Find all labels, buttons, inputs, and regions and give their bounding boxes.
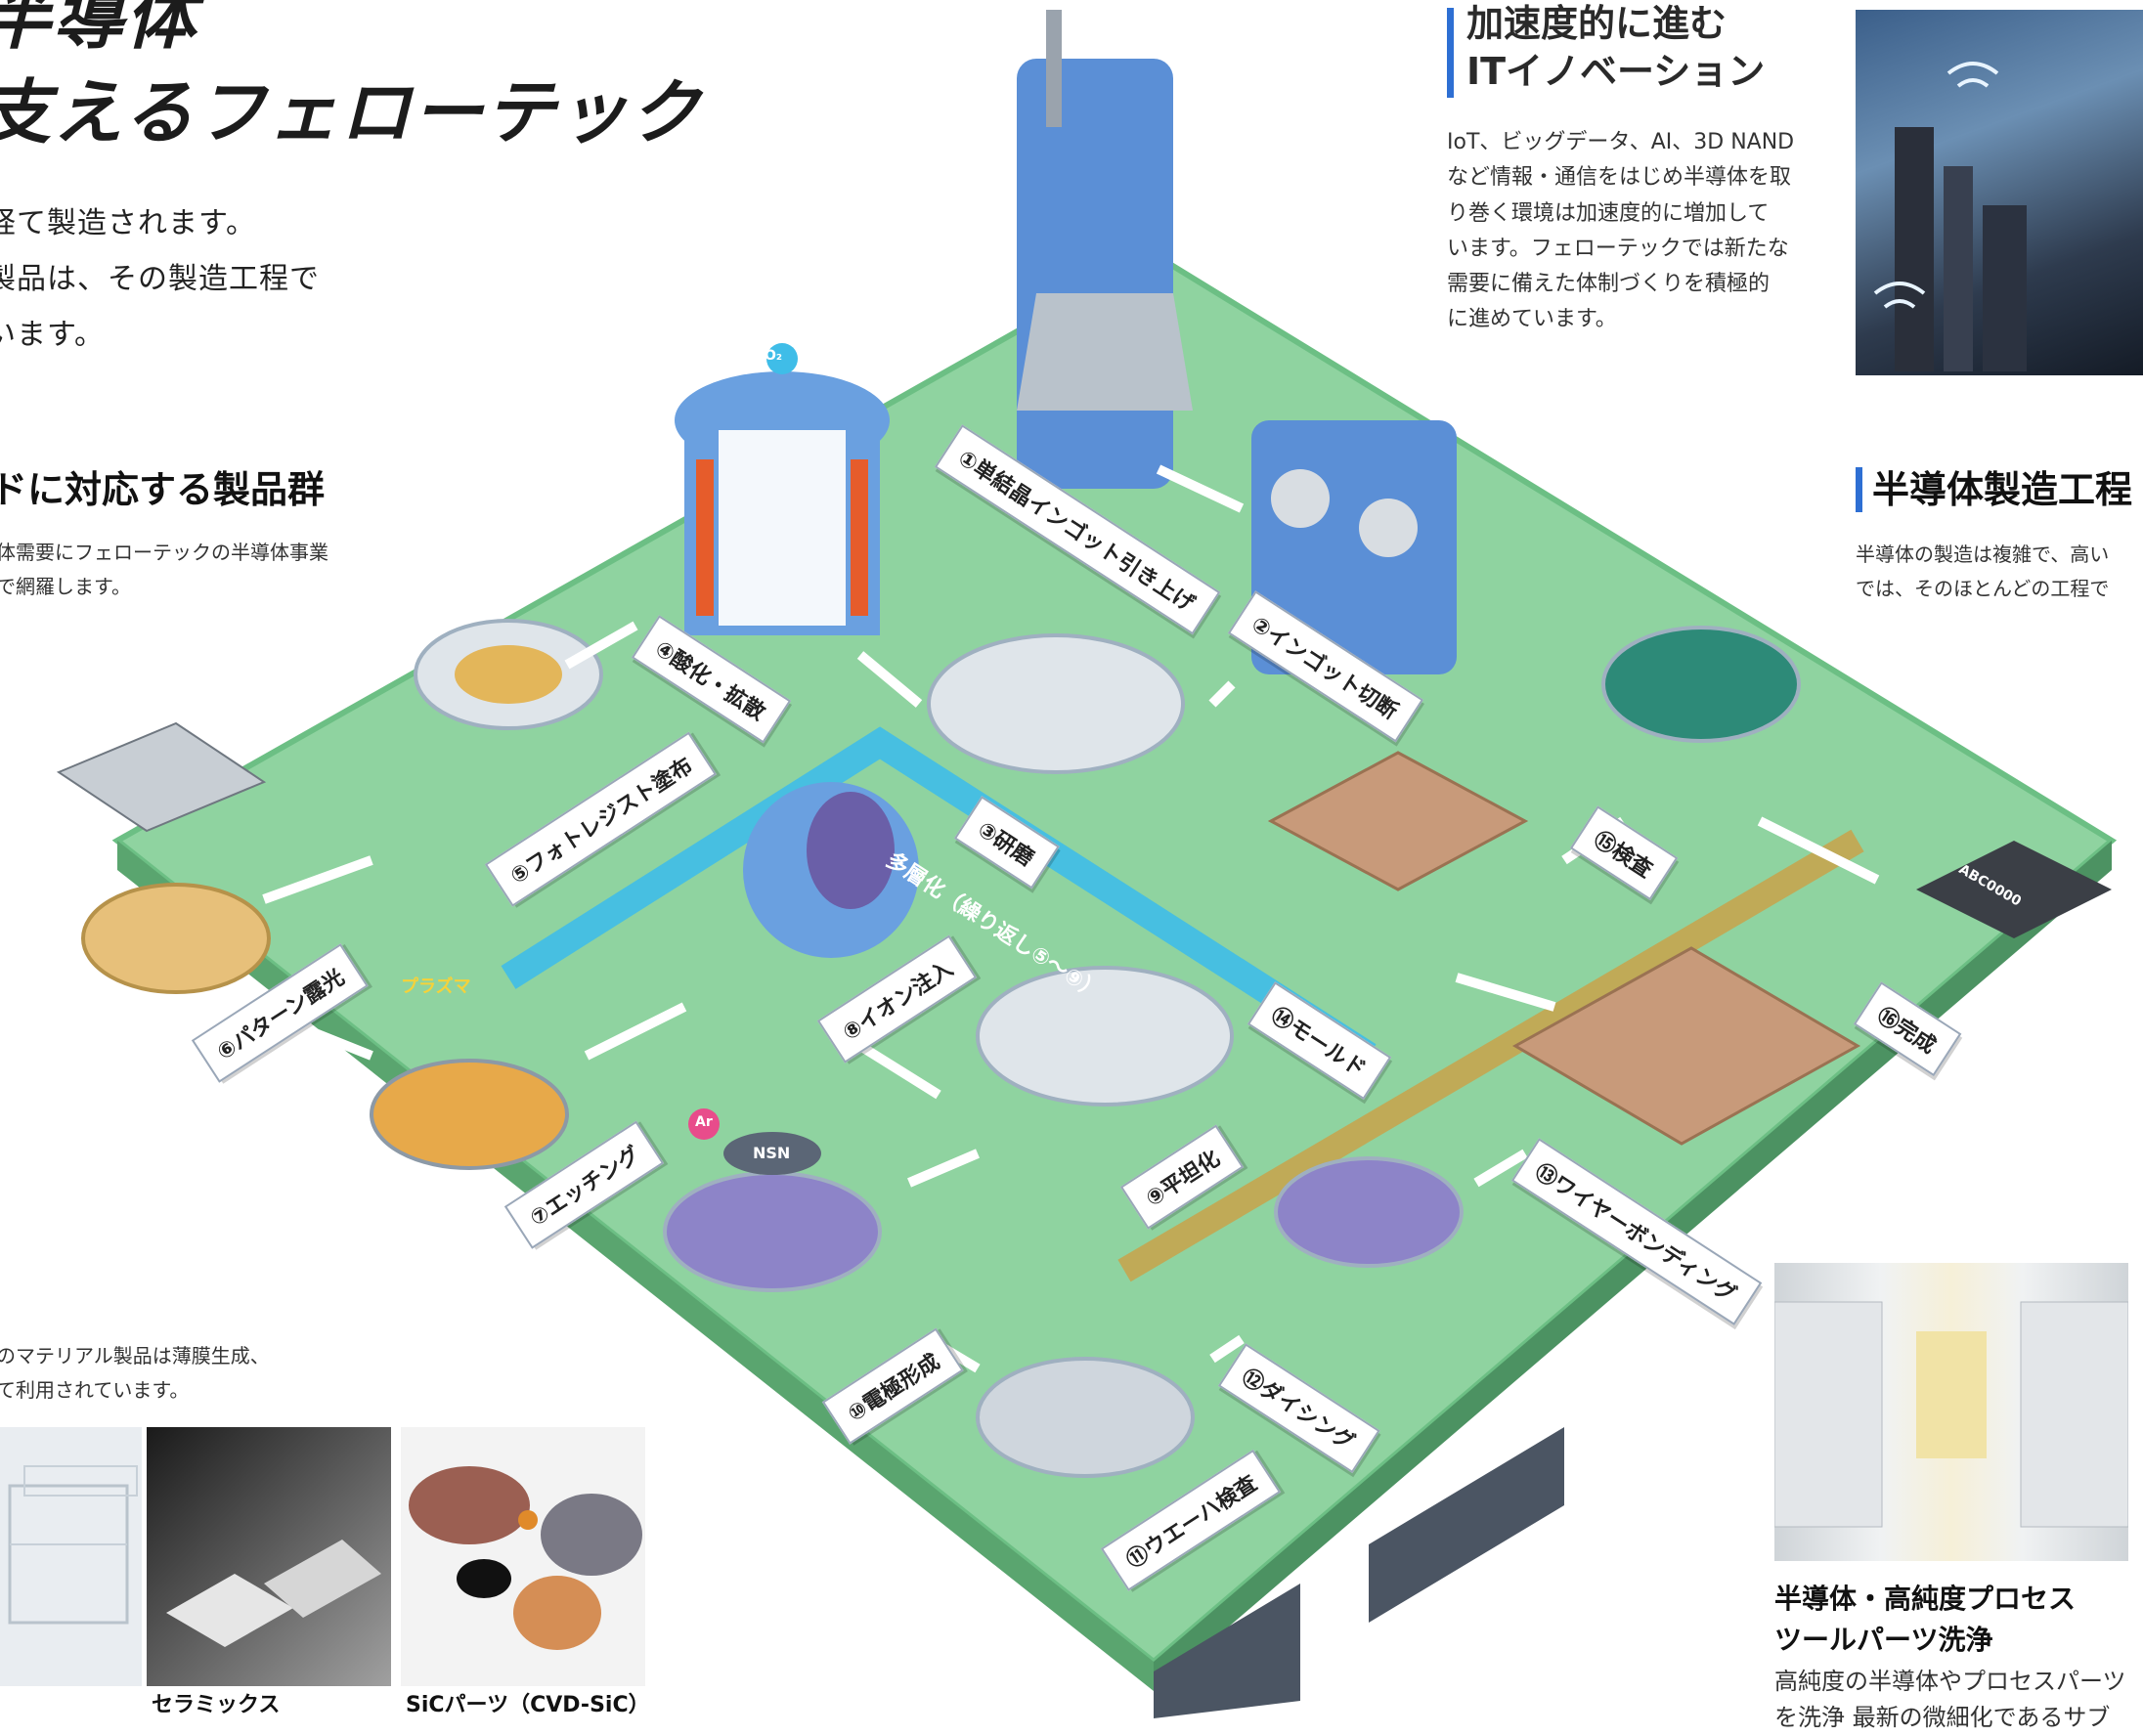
it-body-line: 需要に備えた体制づくりを積極的 [1447, 272, 1771, 297]
materials-desc-line: て利用されています。 [0, 1378, 190, 1402]
nsn-label: NSN [753, 1144, 791, 1162]
flow-arrow [584, 1002, 687, 1061]
it-body-line: います。フェローテックでは新たな [1447, 236, 1789, 261]
connector-pins [1369, 1427, 1564, 1623]
materials-desc-line: のマテリアル製品は薄膜生成、 [0, 1344, 270, 1367]
flow-arrow [1156, 464, 1245, 513]
flow-arrow [1208, 680, 1236, 708]
wire-bonding-frame [1511, 946, 1861, 1146]
flow-arrow [1209, 1334, 1245, 1364]
process-body-line: 半導体の製造は複雑で、高い [1856, 542, 2110, 566]
mold-package [1267, 751, 1529, 891]
cleaning-title-line: 半導体・高純度プロセス [1774, 1583, 2077, 1615]
flow-arrow [1757, 816, 1880, 885]
flow-arrow [564, 621, 638, 670]
it-body-line: り巻く環境は加速度的に増加して [1447, 200, 1770, 226]
o2-label: O₂ [765, 348, 783, 364]
exposure-wafer [81, 883, 271, 994]
it-body: IoT、ビッグデータ、AI、3D NAND など情報・通信をはじめ半導体を取 り… [1447, 125, 1794, 338]
blue-path-trace [501, 726, 1377, 1067]
it-body-line: に進めています。 [1447, 307, 1617, 332]
plasma-label: プラズマ [401, 976, 471, 997]
sic-discs-icon [409, 1466, 642, 1650]
flow-arrow [1473, 1149, 1528, 1188]
cleaning-body-line: 高純度の半導体やプロセスパーツ [1774, 1668, 2126, 1695]
implant-wafer [807, 792, 895, 909]
quartz-box-icon [8, 1465, 138, 1625]
it-body-line: など情報・通信をはじめ半導体を取 [1447, 165, 1792, 191]
process-accent-bar [1856, 467, 1862, 512]
ingot-puller-machine [1017, 59, 1173, 489]
sic-caption: SiCパーツ（CVD-SiC） [406, 1693, 650, 1717]
board-edge-left [117, 841, 1154, 1691]
materials-desc: のマテリアル製品は薄膜生成、 て利用されています。 [0, 1339, 270, 1408]
intro-line: 製品は、その製造工程で [0, 262, 320, 296]
o2-badge [766, 343, 798, 374]
it-body-line: IoT、ビッグデータ、AI、3D NAND [1447, 130, 1795, 154]
it-title-line: ITイノベーション [1466, 50, 1766, 94]
cleanroom-icon [1774, 1301, 2128, 1528]
ar-label: Ar [695, 1114, 713, 1130]
heater [696, 459, 714, 616]
products-desc-line: 体需要にフェローテックの半導体事業 [0, 541, 328, 564]
puller-shaft [1046, 10, 1062, 127]
flow-arrow [856, 651, 923, 708]
dicing-wafer [1274, 1156, 1464, 1268]
products-title: ドに対応する製品群 [0, 468, 326, 511]
city-network-photo [1856, 10, 2143, 375]
cleanroom-photo [1774, 1263, 2128, 1561]
completed-chip [1916, 841, 2112, 938]
title-line-1: 半導体 [0, 0, 198, 59]
it-title-line: 加速度的に進む [1466, 2, 1728, 45]
ar-badge [688, 1108, 720, 1140]
intro-text: 経て製造されます。 製品は、その製造工程で います。 [0, 195, 320, 363]
flow-arrow [857, 1041, 941, 1100]
flow-arrow [262, 855, 373, 904]
page-title: 半導体 支えるフェローテック [0, 0, 702, 160]
cleaning-title: 半導体・高純度プロセス ツールパーツ洗浄 [1774, 1579, 2076, 1661]
ceramics-photo [147, 1427, 391, 1686]
process-body-line: では、そのほとんどの工程で [1856, 577, 2110, 600]
ceramics-caption: セラミックス [152, 1693, 281, 1717]
final-inspection-chip [1601, 626, 1801, 743]
photomask [56, 721, 267, 833]
process-title: 半導体製造工程 [1872, 468, 2133, 511]
cutter-roller [1271, 469, 1330, 528]
products-desc: 体需要にフェローテックの半導体事業 で網羅します。 [0, 536, 328, 604]
title-line-2: 支えるフェローテック [0, 71, 702, 154]
wifi-city-icon [1873, 62, 2027, 371]
intro-line: います。 [0, 318, 105, 352]
process-body: 半導体の製造は複雑で、高い では、そのほとんどの工程で [1856, 538, 2109, 606]
gold-path-trace [1117, 829, 1864, 1282]
resist-wafer [455, 645, 562, 704]
cleaning-title-line: ツールパーツ洗浄 [1774, 1624, 1993, 1656]
planarization-pad [976, 966, 1234, 1107]
board-edge-right [1154, 841, 2112, 1691]
polishing-pad [927, 633, 1185, 774]
ceramic-parts-icon [166, 1540, 381, 1647]
nsn-magnet [723, 1132, 821, 1175]
wafer-stack [719, 430, 846, 626]
intro-line: 経て製造されます。 [0, 206, 256, 240]
cutter-roller [1359, 499, 1418, 557]
it-title: 加速度的に進む ITイノベーション [1466, 0, 1765, 97]
wafer-inspection-stage [976, 1357, 1195, 1478]
section-accent-bar [1447, 8, 1454, 98]
connector-pins [1154, 1584, 1300, 1718]
sic-parts-photo [401, 1427, 645, 1686]
etching-chamber [370, 1059, 569, 1170]
ingot-crucible [1017, 293, 1193, 411]
products-desc-line: で網羅します。 [0, 575, 131, 598]
heater [851, 459, 868, 616]
quartz-product-photo [0, 1427, 142, 1686]
flow-arrow [1455, 973, 1556, 1012]
electrode-chamber [663, 1171, 882, 1292]
flow-arrow [907, 1149, 980, 1188]
